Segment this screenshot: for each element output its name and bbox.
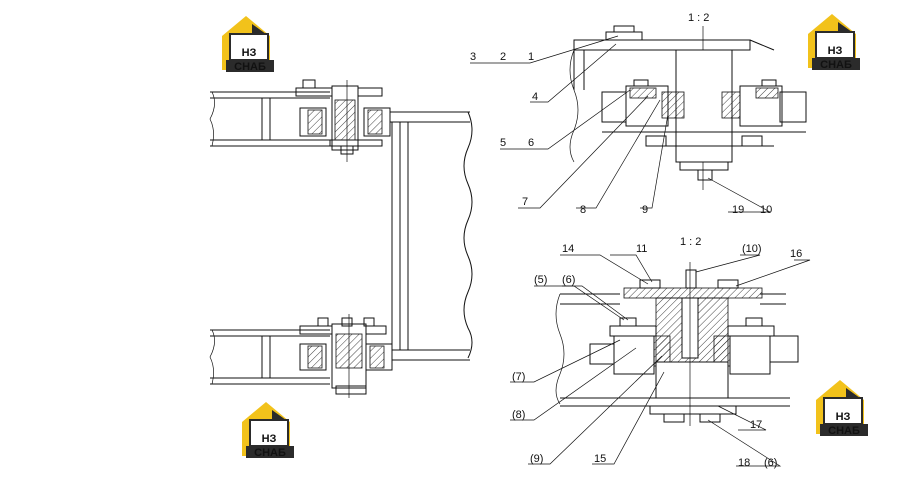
callout-7-ref: (7) [512, 371, 525, 383]
left-assembly-view [209, 79, 473, 398]
logo-mark-text: НЗ [262, 433, 277, 445]
callout-11: 11 [636, 243, 647, 255]
section-view-top: 1 : 2 [470, 12, 807, 213]
logo-top-left: НЗ СНАБ [221, 15, 275, 73]
logo-caption-text: СНАБ [828, 425, 860, 437]
callout-19: 19 [732, 204, 744, 216]
callout-3: 3 [470, 51, 476, 63]
callout-18: 18 [738, 457, 750, 469]
callout-5: 5 [500, 137, 506, 149]
callout-2: 2 [500, 51, 506, 63]
callout-5-ref: (5) [534, 274, 547, 286]
logo-top-right: НЗ СНАБ [807, 13, 861, 71]
logo-bottom-left: НЗ СНАБ [241, 401, 295, 459]
callout-4: 4 [532, 91, 538, 103]
callout-9-ref: (9) [530, 453, 543, 465]
callout-10-ref: (10) [742, 243, 762, 255]
logo-mark-text: НЗ [836, 411, 851, 423]
scale-label-bottom: 1 : 2 [680, 236, 701, 248]
logo-mark-text: НЗ [242, 47, 257, 59]
callout-16: 16 [790, 248, 802, 260]
logo-caption-text: СНАБ [820, 59, 852, 71]
logo-mark-text: НЗ [828, 45, 843, 57]
callout-14: 14 [562, 243, 574, 255]
logo-bottom-right: НЗ СНАБ [815, 379, 869, 437]
scale-label-top: 1 : 2 [688, 12, 709, 24]
callout-10: 10 [760, 204, 772, 216]
callout-6-ref-2: (6) [764, 457, 777, 469]
callout-15: 15 [594, 453, 606, 465]
logo-caption-text: СНАБ [254, 447, 286, 459]
section-view-bottom: 1 : 2 [510, 236, 811, 467]
callout-7: 7 [522, 196, 528, 208]
callout-8: 8 [580, 204, 586, 216]
logo-caption-text: СНАБ [234, 61, 266, 73]
callout-9: 9 [642, 204, 648, 216]
callout-6-ref: (6) [562, 274, 575, 286]
callout-8-ref: (8) [512, 409, 525, 421]
callout-1: 1 [528, 51, 534, 63]
callout-6: 6 [528, 137, 534, 149]
callout-17: 17 [750, 419, 762, 431]
